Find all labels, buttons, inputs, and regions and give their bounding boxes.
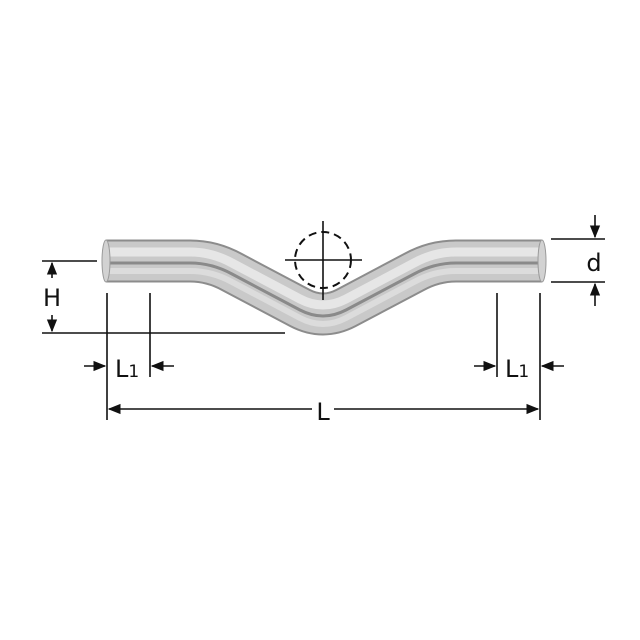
label-L1-right: L [505,355,519,383]
svg-text:L1: L1 [115,355,139,383]
label-L1-left-subscript: 1 [128,362,139,382]
label-L: L [316,398,330,426]
crossing-pipe-marker [285,221,362,300]
svg-text:L1: L1 [505,355,529,383]
label-d: d [586,249,601,277]
label-L1-right-subscript: 1 [518,362,529,382]
dimension-d: d [551,215,605,306]
label-H: H [43,284,61,312]
dimension-L: L [107,398,540,426]
dimension-H: H [42,260,285,334]
label-L1-left: L [115,355,129,383]
dimension-L1-left: L1 [84,293,174,420]
pipe-right-end [537,239,547,283]
dimension-L1-right: L1 [474,293,564,420]
offset-pipe [101,239,547,336]
pipe-left-end [101,239,111,283]
